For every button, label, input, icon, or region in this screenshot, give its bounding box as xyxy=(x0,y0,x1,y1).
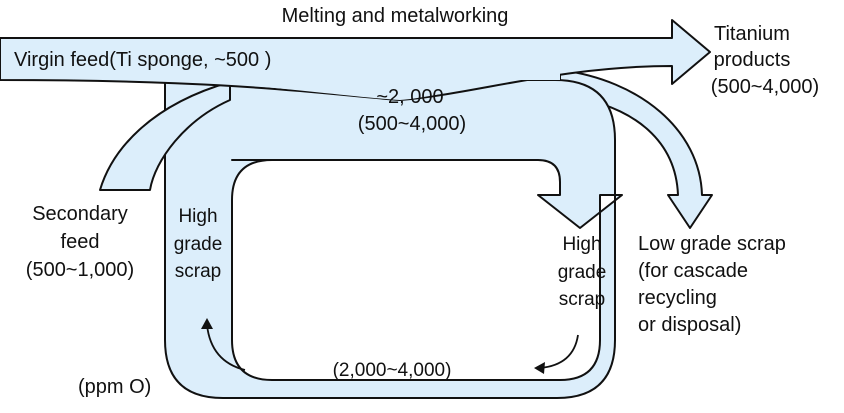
low-grade-label-line1: Low grade scrap xyxy=(638,233,786,255)
loop-arrowhead-bottom-right xyxy=(534,362,545,374)
products-value: (500~4,000) xyxy=(711,76,819,98)
products-label-line2: products xyxy=(714,49,791,71)
loop-arrow-bottom-right xyxy=(539,334,579,369)
left-scrap-label-line2: grade xyxy=(174,234,223,255)
units-label: (ppm O) xyxy=(78,376,151,398)
secondary-feed-label-line2: feed xyxy=(61,231,100,253)
secondary-feed-value: (500~1,000) xyxy=(26,259,134,281)
low-grade-label-line4: or disposal) xyxy=(638,314,741,336)
left-scrap-label-line1: High xyxy=(178,206,217,227)
left-scrap-label-line3: scrap xyxy=(175,261,221,282)
products-label-line1: Titanium xyxy=(714,23,790,45)
virgin-feed-label: Virgin feed(Ti sponge, ~500 ) xyxy=(14,49,271,71)
process-label: Melting and metalworking xyxy=(282,5,509,27)
loop-value: (2,000~4,000) xyxy=(333,360,452,381)
flow-merge-region xyxy=(168,70,560,100)
loop-arrowhead-bottom-left xyxy=(201,318,213,329)
secondary-feed-label-line1: Secondary xyxy=(32,203,128,225)
recycling-loop-band xyxy=(164,79,623,399)
center-value: ~2, 000 xyxy=(376,86,443,108)
loop-arrow-bottom-left xyxy=(206,324,246,371)
right-scrap-label-line1: High xyxy=(562,234,601,255)
low-grade-label-line3: recycling xyxy=(638,287,717,309)
right-scrap-label-line3: scrap xyxy=(559,289,605,310)
center-range: (500~4,000) xyxy=(358,113,466,135)
low-grade-label-line2: (for cascade xyxy=(638,260,748,282)
right-scrap-label-line2: grade xyxy=(558,262,607,283)
